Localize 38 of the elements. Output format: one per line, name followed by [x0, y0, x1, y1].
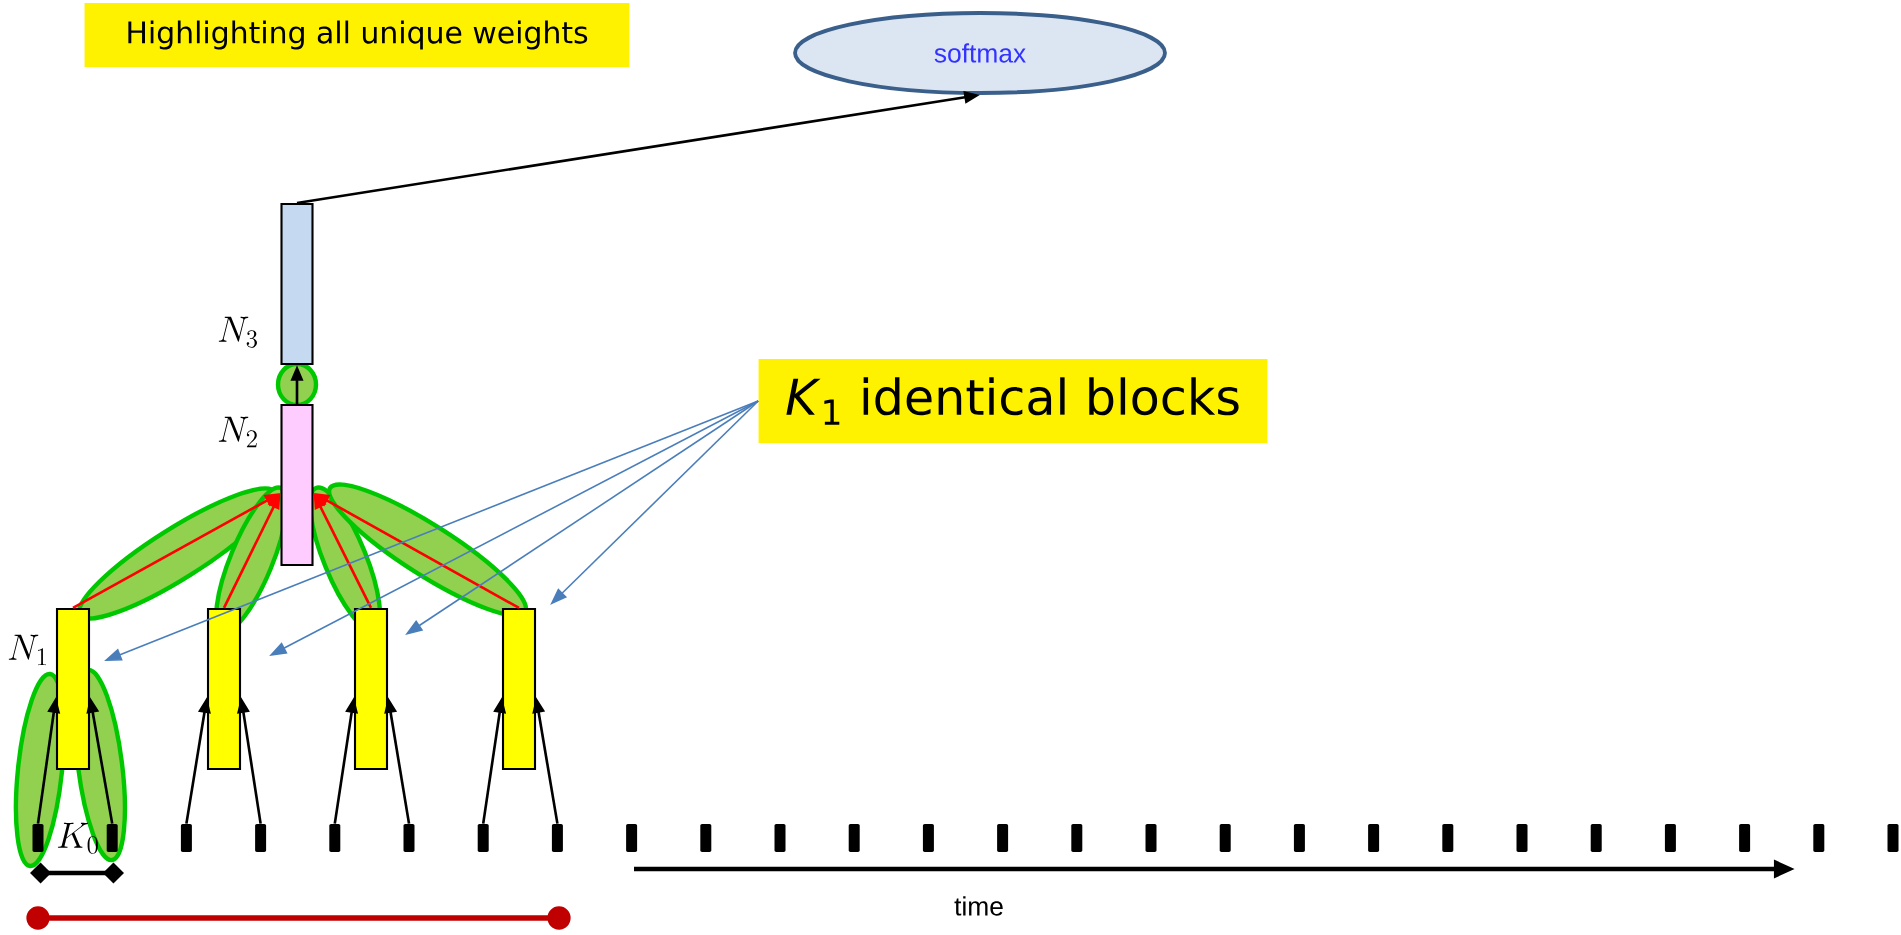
input-tick	[477, 824, 489, 852]
input-tick	[180, 824, 192, 852]
layer-block	[55, 607, 91, 771]
input-tick	[626, 824, 638, 852]
input-tick	[106, 824, 118, 852]
input-tick	[1516, 824, 1528, 852]
layer-block	[280, 403, 314, 567]
input-tick	[32, 824, 44, 852]
input-tick	[1590, 824, 1602, 852]
input-tick	[1071, 824, 1083, 852]
input-tick	[329, 824, 341, 852]
input-tick	[700, 824, 712, 852]
input-tick	[922, 824, 934, 852]
layer-label: $N_3$	[218, 316, 257, 348]
title-box: Highlighting all unique weights	[84, 3, 630, 67]
input-tick	[551, 824, 563, 852]
layer-label: $N_2$	[218, 416, 257, 448]
input-tick	[1368, 824, 1380, 852]
layer-label: $N_1$	[8, 634, 46, 666]
input-tick	[1145, 824, 1157, 852]
input-tick	[1887, 824, 1899, 852]
input-tick	[997, 824, 1009, 852]
input-tick	[1442, 824, 1454, 852]
layer-block	[353, 607, 389, 771]
input-tick	[255, 824, 267, 852]
callout-box: K$_{1}$ identical blocks	[758, 359, 1268, 443]
input-tick	[1739, 824, 1751, 852]
input-tick	[774, 824, 786, 852]
input-tick	[1664, 824, 1676, 852]
input-tick	[1219, 824, 1231, 852]
layer-block	[501, 607, 537, 771]
input-tick	[403, 824, 415, 852]
input-tick	[848, 824, 860, 852]
axis-label: time	[954, 896, 1003, 916]
layer-block	[206, 607, 242, 771]
layer-block	[280, 202, 314, 366]
input-tick	[1813, 824, 1825, 852]
input-tick	[1293, 824, 1305, 852]
